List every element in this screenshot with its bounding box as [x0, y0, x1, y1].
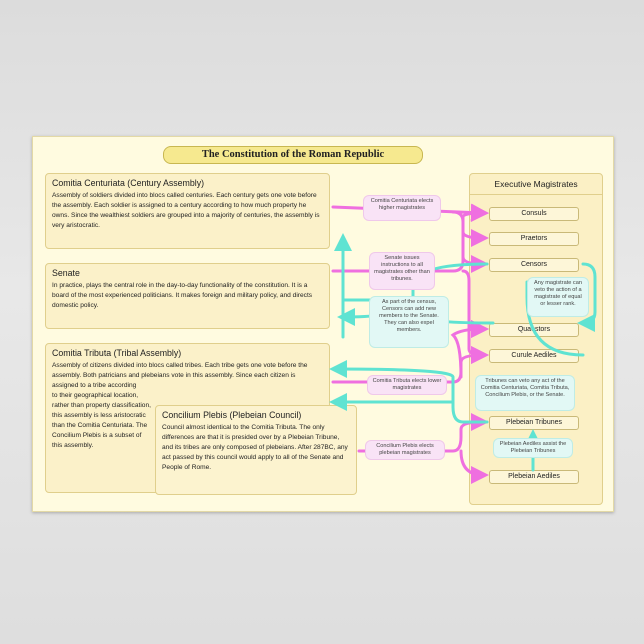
plebis-box: Concilium Plebis (Plebeian Council) Coun…	[155, 405, 357, 495]
plebis-body: Council almost identical to the Comitia …	[162, 424, 348, 471]
note-censors: As part of the census, Censors can add n…	[369, 296, 449, 348]
tributa-body-left: to their geographical location, rather t…	[52, 392, 151, 449]
plebis-heading: Concilium Plebis (Plebeian Council)	[162, 410, 302, 420]
magistrate-censors: Censors	[489, 258, 579, 272]
page-title: The Constitution of the Roman Republic	[163, 146, 423, 164]
arrow-veto-lesser	[577, 262, 597, 332]
note-tribunes-veto: Tribunes can veto any act of the Comitia…	[475, 375, 575, 411]
note-tributa-elects: Comitia Tributa elects lower magistrates	[367, 375, 447, 395]
magistrate-praetors: Praetors	[489, 232, 579, 246]
poster: The Constitution of the Roman Republic C…	[32, 136, 614, 512]
note-centuriata-elects: Comitia Centuriata elects higher magistr…	[363, 195, 441, 221]
note-plebis-elects: Concilium Plebis elects plebeian magistr…	[365, 440, 445, 460]
senate-body: In practice, plays the central role in t…	[52, 282, 313, 309]
executive-title: Executive Magistrates	[470, 174, 602, 195]
note-aediles-assist: Plebeian Aediles assist the Plebeian Tri…	[493, 438, 573, 458]
centuriata-box: Comitia Centuriata (Century Assembly) As…	[45, 173, 330, 249]
tributa-body-top: Assembly of citizens divided into blocs …	[52, 362, 308, 389]
arrow-senate-issues	[331, 204, 489, 273]
arrow-tribunes-veto	[329, 360, 489, 424]
centuriata-body: Assembly of soldiers divided into blocs …	[52, 192, 320, 229]
centuriata-heading: Comitia Centuriata (Century Assembly)	[52, 178, 205, 188]
magistrate-consuls: Consuls	[489, 207, 579, 221]
senate-heading: Senate	[52, 268, 80, 278]
tributa-heading: Comitia Tributa (Tribal Assembly)	[52, 348, 182, 358]
note-senate-issues: Senate issues instructions to all magist…	[369, 252, 435, 290]
note-veto-lesser: Any magistrate can veto the action of a …	[527, 277, 589, 317]
senate-box: Senate In practice, plays the central ro…	[45, 263, 330, 329]
